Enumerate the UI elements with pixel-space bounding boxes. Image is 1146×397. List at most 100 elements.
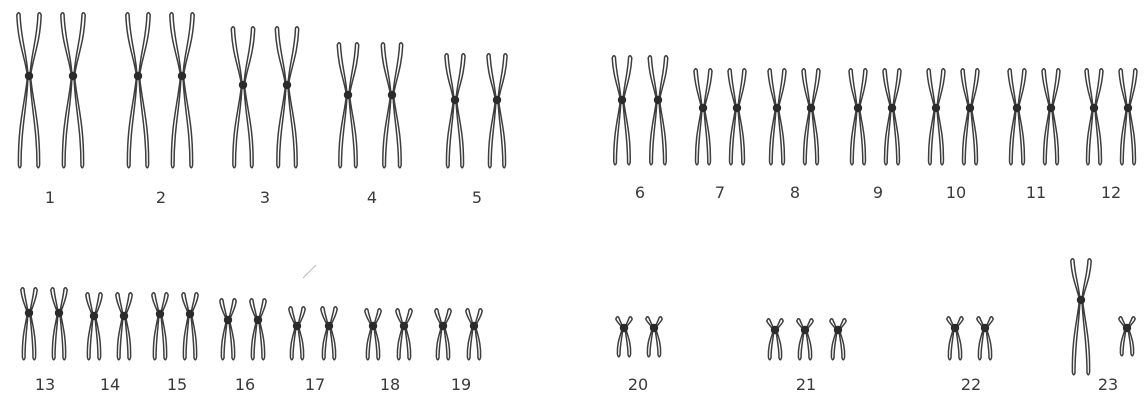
pair-label-5: 5: [472, 188, 482, 207]
centromere: [1013, 104, 1021, 112]
chromosome-21-1: [767, 319, 783, 360]
chromosome-2-2: [170, 13, 194, 168]
centromere: [654, 96, 662, 104]
centromere: [834, 326, 842, 334]
pair-label-12: 12: [1101, 183, 1121, 202]
pair-label-7: 7: [715, 183, 725, 202]
chromosome-pair-13: [21, 288, 67, 360]
chromosome-9-2: [883, 69, 901, 165]
chromosome-5-2: [487, 54, 507, 168]
chromosome-12-2: [1119, 69, 1137, 165]
chromosome-17-2: [321, 307, 337, 360]
pair-label-13: 13: [35, 375, 55, 394]
centromere: [801, 326, 809, 334]
chromosome-21-3: [830, 319, 846, 360]
chromosome-10-1: [927, 69, 945, 165]
centromere: [618, 96, 626, 104]
chromosome-7-1: [694, 69, 712, 165]
chromosome-18-2: [396, 309, 412, 360]
centromere: [771, 326, 779, 334]
chromosome-pair-1: [17, 13, 85, 168]
centromere: [1090, 104, 1098, 112]
centromere: [178, 72, 186, 80]
pair-label-8: 8: [790, 183, 800, 202]
chromosome-4-1: [337, 43, 359, 168]
centromere: [69, 72, 77, 80]
centromere: [90, 312, 98, 320]
pair-label-3: 3: [260, 188, 270, 207]
chromosome-5-1: [445, 54, 465, 168]
centromere: [439, 322, 447, 330]
pair-label-15: 15: [167, 375, 187, 394]
pair-label-18: 18: [380, 375, 400, 394]
centromere: [733, 104, 741, 112]
chromosome-13-2: [51, 288, 67, 360]
chromosome-11-1: [1008, 69, 1026, 165]
centromere: [888, 104, 896, 112]
chromosome-pair-21: [767, 319, 846, 360]
chromosome-21-2: [797, 319, 813, 360]
pair-label-11: 11: [1026, 183, 1046, 202]
centromere: [293, 322, 301, 330]
chromosome-pair-7: [694, 69, 746, 165]
centromere: [25, 309, 33, 317]
chromosome-pair-23: [1071, 259, 1135, 375]
centromere: [388, 91, 396, 99]
centromere: [650, 324, 658, 332]
chromosome-pair-17: [289, 307, 337, 360]
chromosome-pair-11: [1008, 69, 1060, 165]
centromere: [1124, 104, 1132, 112]
chromosome-pair-14: [86, 293, 132, 360]
chromosome-2-1: [126, 13, 150, 168]
chromosome-pair-15: [152, 293, 198, 360]
centromere: [451, 96, 459, 104]
centromere: [1047, 104, 1055, 112]
chromosome-8-1: [768, 69, 786, 165]
pair-label-19: 19: [451, 375, 471, 394]
centromere: [773, 104, 781, 112]
pair-label-21: 21: [796, 375, 816, 394]
chromosome-pair-16: [220, 299, 266, 360]
chromosome-14-2: [116, 293, 132, 360]
centromere: [224, 316, 232, 324]
chromosome-22-1: [947, 317, 963, 360]
centromere: [186, 310, 194, 318]
pair-label-6: 6: [635, 183, 645, 202]
chromosome-6-1: [612, 56, 632, 165]
chromosome-16-1: [220, 299, 236, 360]
centromere: [134, 72, 142, 80]
centromere: [1077, 296, 1085, 304]
chromosome-15-1: [152, 293, 168, 360]
centromere: [283, 81, 291, 89]
centromere: [470, 322, 478, 330]
chromosome-15-2: [182, 293, 198, 360]
chromosome-1-2: [61, 13, 85, 168]
chromosome-18-1: [365, 309, 381, 360]
chromosome-pair-22: [947, 317, 993, 360]
pair-label-14: 14: [100, 375, 120, 394]
centromere: [400, 322, 408, 330]
chromosome-3-1: [231, 27, 254, 168]
pair-label-1: 1: [45, 188, 55, 207]
chromosome-8-2: [802, 69, 820, 165]
centromere: [981, 324, 989, 332]
chromosome-pair-10: [927, 69, 979, 165]
centromere: [951, 324, 959, 332]
chromosome-19-1: [435, 309, 451, 360]
chromosome-pair-20: [616, 317, 662, 357]
centromere: [156, 310, 164, 318]
chromosome-11-2: [1042, 69, 1060, 165]
chromosome-13-1: [21, 288, 37, 360]
chromosome-17-1: [289, 307, 305, 360]
chromosome-layer: [17, 13, 1137, 375]
pair-label-17: 17: [305, 375, 325, 394]
chromosome-pair-19: [435, 309, 482, 360]
centromere: [620, 324, 628, 332]
pair-label-20: 20: [628, 375, 648, 394]
centromere: [254, 316, 262, 324]
chromosome-pair-8: [768, 69, 820, 165]
chromosome-1-1: [17, 13, 41, 168]
chromosome-pair-12: [1085, 69, 1137, 165]
